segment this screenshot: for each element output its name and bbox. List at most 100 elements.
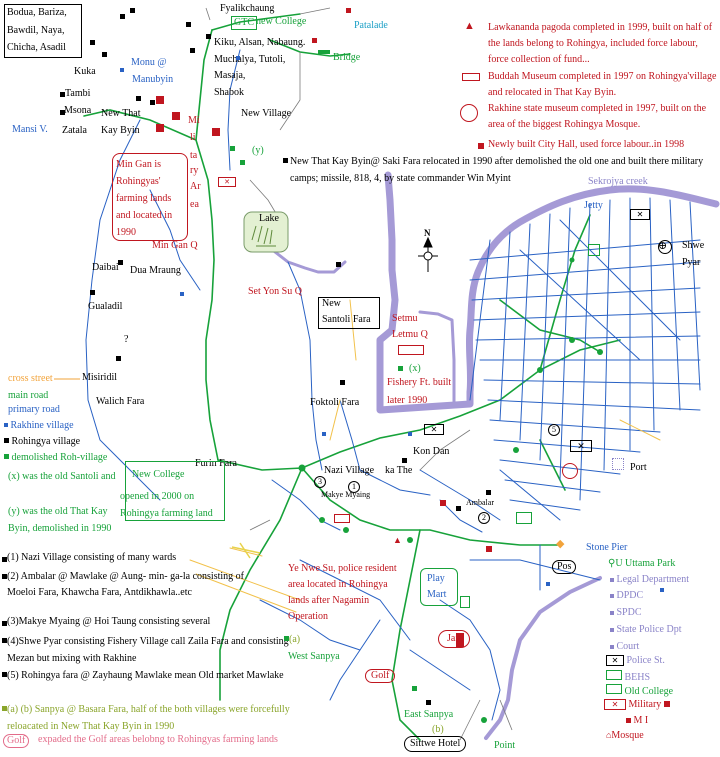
note-3-bullet	[2, 621, 7, 626]
legend-dpdc: DPDC	[610, 590, 643, 602]
minor-roads	[205, 7, 513, 741]
label-lake: Lake	[259, 213, 279, 224]
label-gtc: GTC	[231, 16, 257, 30]
label-ka-the: ka The	[385, 465, 413, 476]
num-2-marker: 2	[478, 512, 490, 524]
demolished-marker	[240, 160, 245, 165]
legend-demolished: demolished Roh-village	[4, 452, 107, 464]
behs-icon	[460, 596, 470, 608]
jail-icon	[456, 633, 464, 647]
rakhine-marker	[236, 56, 240, 60]
rakhine-marker	[322, 432, 326, 436]
military-marker	[440, 500, 446, 506]
bridge-icon	[318, 50, 330, 54]
legend-park-label: U Uttama Park	[615, 558, 676, 569]
legend-police-st-label: Police St.	[626, 655, 665, 666]
label-new-santoli-2: Santoli Fara	[322, 314, 371, 325]
label-new-college-1: New College	[132, 469, 185, 480]
village-marker	[60, 110, 65, 115]
creek-west	[268, 246, 347, 274]
num-5-text: 5	[552, 425, 556, 434]
label-sittwe-hotel: Sittwe Hotel	[404, 736, 467, 752]
bottom-note-6: (a) (b) Sanpya @ Basara Fara, half of th…	[7, 704, 290, 732]
note-6-bullet	[2, 706, 7, 711]
court-icon	[610, 645, 614, 649]
legend-mi: M I	[626, 715, 648, 727]
jail-text: Jail	[447, 633, 461, 644]
legal-dept-icon	[610, 578, 614, 582]
sekrojya-creek	[376, 171, 720, 414]
label-kon-dan: Kon Dan	[413, 446, 450, 457]
village-marker	[426, 700, 431, 705]
min-gan-box	[112, 153, 188, 241]
label-ambalar: Ambalar	[466, 498, 494, 507]
label-question: ?	[124, 334, 129, 345]
village-marker	[136, 96, 141, 101]
junctions	[298, 257, 603, 723]
label-stone-pier: Stone Pier	[586, 542, 628, 553]
old-college-icon	[606, 684, 622, 694]
village-marker	[336, 262, 341, 267]
label-military-area-4: ry	[190, 165, 199, 176]
creek-shore	[484, 576, 602, 740]
label-shwe-pyar-2: Pyar	[682, 257, 701, 268]
compass-icon: ⊕	[658, 240, 668, 252]
village-marker	[102, 52, 107, 57]
label-military-area-2: li	[190, 132, 196, 143]
gtc-text: GTC	[234, 17, 254, 28]
label-setmu-2: Letmu Q	[392, 329, 428, 340]
rakhine-marker	[546, 582, 550, 586]
num-4-marker	[658, 240, 672, 254]
military-icon: ✕	[604, 699, 626, 710]
note-2-bullet	[2, 574, 7, 579]
label-makye-myaing: Makye Myaing	[321, 490, 371, 499]
num-1-text: 1	[352, 482, 356, 491]
label-pos: Pos	[552, 560, 577, 574]
demolished-swatch	[4, 454, 9, 459]
label-set-yon-su-q: Set Yon Su Q	[248, 286, 302, 297]
label-sekrojya-creek: Sekrojya creek	[588, 176, 648, 187]
label-furin-fara: Furin Fara	[195, 458, 237, 469]
primary-roads	[85, 49, 701, 721]
military-square-icon	[663, 701, 670, 707]
legend-cross-street-line	[54, 378, 80, 380]
label-new-college-2: opened in 2000 on	[120, 491, 195, 502]
legend-rakhine-village: Rakhine village	[4, 420, 74, 432]
legend-main-road: main road	[8, 390, 49, 401]
nw-villages-line-2: Bawdil, Naya,	[7, 25, 65, 36]
num-5-marker: 5	[548, 424, 560, 436]
label-military-area-5: Ar	[190, 181, 201, 192]
police-station-icon: ✕	[424, 424, 444, 435]
state-museum-icon	[562, 463, 578, 479]
golf-badge-text: Golf	[7, 735, 26, 746]
state-museum-icon	[460, 104, 478, 122]
label-misiridil: Misiridil	[82, 372, 118, 383]
bottom-note-2: (2) Ambalar @ Mawlake @ Aung- min- ga-la…	[7, 571, 244, 598]
demolished-marker	[230, 146, 235, 151]
new-santoli-box	[318, 297, 380, 329]
village-marker	[120, 14, 125, 19]
village-marker	[456, 506, 461, 511]
park-icon: ⚲	[608, 558, 616, 569]
village-marker	[186, 22, 191, 27]
city-hall-icon	[478, 143, 484, 149]
mi-icon	[626, 718, 631, 723]
pos-text: Pos	[557, 561, 572, 572]
demolished-marker	[398, 366, 403, 371]
label-west-sanpya: West Sanpya	[288, 651, 340, 662]
legend-mi-label: M I	[633, 715, 649, 726]
legend-behs-label: BEHS	[624, 672, 651, 683]
label-mansi-v: Mansi V.	[12, 124, 48, 135]
note-1-bullet	[2, 557, 7, 562]
court-icon	[612, 458, 624, 470]
label-x-mark: (x)	[409, 363, 421, 374]
sittwe-hotel-text: Sittwe Hotel	[410, 738, 461, 749]
label-jail: Jail	[438, 630, 470, 648]
nw-villages-box	[4, 4, 82, 58]
nw-villages-line-3: Chicha, Asadil	[7, 42, 66, 53]
demolished-marker	[284, 636, 289, 641]
label-new-college-top: new College	[256, 16, 307, 27]
legend-mosque: ⌂Mosque	[606, 729, 644, 742]
label-msona: Msona	[64, 105, 92, 116]
